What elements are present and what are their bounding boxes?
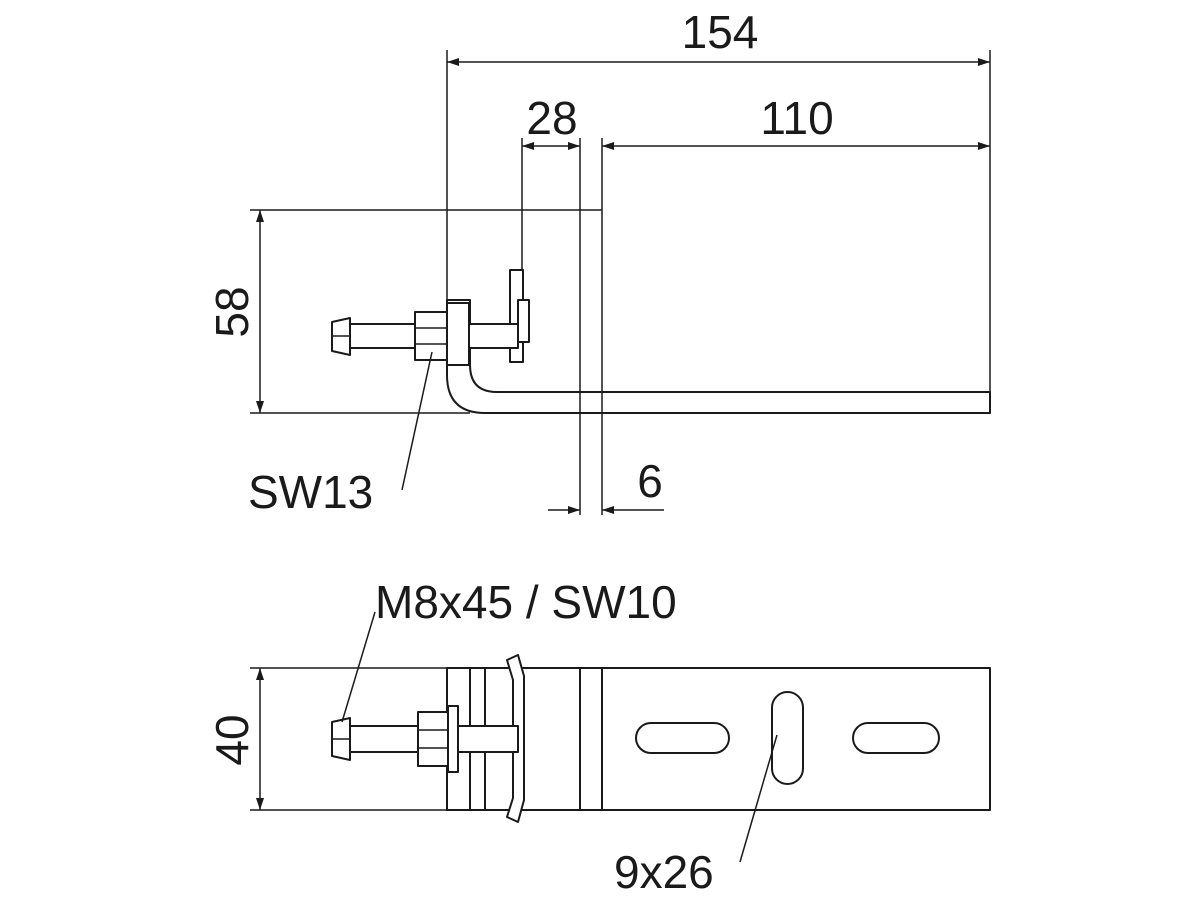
dimension-label-6: 6 (637, 455, 663, 507)
slot-horizontal-right (852, 722, 940, 754)
callout-bolt-spec: M8x45 / SW10 (375, 576, 677, 628)
washer (446, 302, 470, 366)
washer-plan (447, 705, 459, 773)
nut-sw13 (414, 311, 448, 361)
nut-plan (417, 711, 449, 767)
dimension-label-58: 58 (206, 286, 258, 337)
dimension-label-28: 28 (526, 92, 577, 144)
dimension-label-40: 40 (206, 714, 258, 765)
side-view: 154 28 110 58 6 SW13 (206, 6, 991, 518)
callout-slot-size: 9x26 (614, 846, 714, 898)
clamp-plate-washer (517, 299, 530, 343)
slot-vertical (771, 691, 804, 785)
slot-horizontal-left (635, 722, 730, 754)
leader-slot (739, 734, 778, 863)
plan-view: 40 M8x45 / SW10 9x26 (206, 576, 991, 898)
leader-bolt (341, 611, 376, 723)
bracket-plan-outline (446, 667, 991, 811)
leader-sw13 (401, 351, 433, 491)
dimension-label-110: 110 (760, 92, 833, 144)
bracket-body (446, 299, 991, 414)
callout-sw13: SW13 (248, 466, 373, 518)
dimension-label-154: 154 (682, 6, 759, 58)
